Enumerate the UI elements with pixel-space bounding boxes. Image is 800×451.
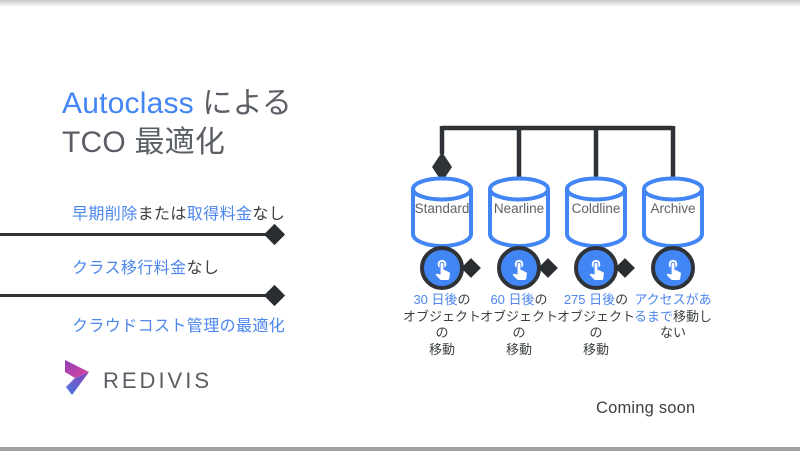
bullet-early-delete: 早期削除または取得料金なし [72, 200, 285, 224]
bucket-standard: Standard [410, 176, 474, 249]
title-suffix: による [193, 87, 293, 120]
divider-arrow-line-1 [0, 233, 270, 236]
bullet-cost-optimization: クラウドコスト管理の最適化 [72, 312, 285, 336]
touch-app-icon [589, 259, 604, 280]
bullet-1-highlight: 早期削除 [72, 206, 138, 223]
step-line: 移動 [505, 341, 532, 357]
step-text: 移動し [673, 308, 713, 324]
step-line: の [435, 325, 449, 340]
bucket-nearline: Nearline [487, 176, 551, 249]
bucket-label: Coldline [571, 201, 621, 216]
autoclass-action-badge [497, 246, 541, 290]
step-line: オブジェクト [479, 308, 558, 324]
step-highlight: 275 日後 [563, 292, 616, 307]
slide-top-shadow [0, 0, 800, 7]
step-label-no-access: アクセスがあ るまで移動し ない [627, 292, 719, 342]
storage-cylinder-icon [565, 176, 627, 249]
step-label-60-days: 60 日後の オブジェクト の 移動 [473, 292, 565, 358]
title-line-1: Autoclass による [62, 84, 292, 123]
diamond-arrow-icon [461, 258, 481, 278]
step-highlight: 30 日後 [413, 292, 458, 307]
step-line: 移動 [428, 341, 455, 357]
storage-cylinder-icon [642, 176, 704, 249]
storage-class-connector-tree [432, 125, 676, 182]
bullet-2-text: なし [186, 260, 220, 277]
step-line: 60 日後の [473, 292, 565, 309]
bullet-class-transition: クラス移行料金なし [72, 254, 219, 278]
divider-arrow-line-2 [0, 294, 270, 297]
bucket-label: Archive [650, 201, 696, 216]
bucket-archive: Archive [641, 176, 705, 249]
diamond-arrow-icon [263, 284, 286, 307]
step-line: の [512, 325, 526, 340]
step-line: 移動 [582, 341, 609, 357]
step-highlight: アクセスがあ [634, 292, 712, 307]
autoclass-action-badge [651, 246, 695, 290]
step-line: 30 日後の [396, 292, 488, 309]
storage-cylinder-icon [488, 176, 550, 249]
step-text: の [615, 292, 629, 307]
step-line: ない [659, 325, 686, 340]
redivis-logo-text: REDIVIS [103, 367, 213, 393]
step-highlight: るまで [633, 308, 673, 324]
bullet-1-text-2: なし [252, 206, 286, 223]
step-line: 275 日後の [550, 292, 642, 309]
step-highlight: 60 日後 [490, 292, 535, 307]
bullet-2-highlight: クラス移行料金 [72, 260, 187, 277]
touch-app-icon [666, 259, 681, 280]
touch-app-icon [512, 259, 527, 280]
touch-app-icon [435, 259, 450, 280]
step-line: オブジェクト [402, 308, 481, 324]
redivis-logo-icon [62, 359, 92, 402]
bullet-1-text: または [137, 206, 187, 223]
diamond-arrow-icon [538, 258, 558, 278]
step-label-30-days: 30 日後の オブジェクト の 移動 [396, 292, 488, 358]
title-highlight: Autoclass [62, 87, 194, 120]
step-text: の [534, 292, 548, 307]
title-line-2: TCO 最適化 [62, 126, 226, 159]
step-label-275-days: 275 日後の オブジェクト の 移動 [550, 292, 642, 358]
redivis-logo: REDIVIS [62, 359, 212, 402]
step-line: の [589, 325, 603, 340]
diamond-arrow-icon [263, 223, 286, 246]
step-line: オブジェクト [556, 308, 635, 324]
diamond-arrow-icon [432, 152, 452, 182]
bullet-3-highlight: クラウドコスト管理の最適化 [72, 318, 286, 335]
autoclass-action-badge [574, 246, 618, 290]
step-line: るまで移動し [627, 309, 719, 326]
bottom-edge-bar [0, 447, 800, 451]
coming-soon-label: Coming soon [596, 399, 696, 417]
step-text: の [457, 292, 471, 307]
bucket-coldline: Coldline [564, 176, 628, 249]
bucket-label: Nearline [493, 201, 545, 216]
diamond-arrow-icon [615, 258, 635, 278]
autoclass-action-badge [420, 246, 464, 290]
bucket-label: Standard [414, 201, 470, 216]
page-title: Autoclass による TCO 最適化 [62, 84, 292, 162]
bullet-1-highlight-2: 取得料金 [186, 206, 253, 223]
